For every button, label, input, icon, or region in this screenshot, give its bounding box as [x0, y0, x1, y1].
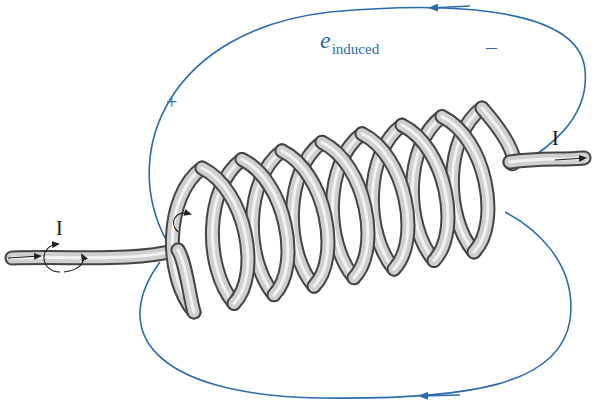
wire [362, 134, 408, 269]
wire [510, 158, 584, 162]
wire [442, 117, 488, 252]
wire [172, 168, 202, 312]
wire [442, 117, 488, 252]
wire [12, 250, 178, 258]
wire [178, 250, 194, 312]
wire [178, 250, 194, 312]
wire [322, 142, 368, 277]
wire [12, 250, 178, 258]
wire [242, 159, 288, 294]
wire [282, 151, 328, 286]
emf-subscript: induced [332, 42, 379, 57]
current-label: I [56, 218, 63, 238]
wire [442, 117, 488, 252]
wire [202, 168, 248, 303]
flux-line [140, 212, 571, 398]
wire [510, 158, 584, 162]
wire [282, 151, 328, 286]
wire [202, 168, 248, 303]
wire [322, 142, 368, 277]
wire [402, 125, 448, 260]
flux-arrow [420, 395, 460, 396]
wire [178, 250, 194, 312]
wire [172, 168, 202, 312]
wire [242, 159, 288, 294]
wire [402, 125, 448, 260]
current-label: I [552, 128, 559, 148]
current-arrow [174, 213, 190, 232]
wire [202, 168, 248, 303]
current-arrow [44, 244, 60, 272]
wire [242, 159, 288, 294]
polarity-plus: + [166, 92, 177, 112]
wire [510, 158, 584, 162]
wire [12, 250, 178, 258]
coil-windings [12, 108, 584, 312]
current-arrow [64, 255, 83, 272]
emf-symbol: e [320, 28, 331, 52]
wire [282, 151, 328, 286]
wire [322, 142, 368, 277]
polarity-minus: – [486, 36, 497, 58]
current-arrow [8, 256, 40, 258]
flux-arrow [430, 6, 470, 8]
wire [362, 134, 408, 269]
wire [402, 125, 448, 260]
wire [362, 134, 408, 269]
wire [172, 168, 202, 312]
current-arrow [555, 158, 585, 160]
